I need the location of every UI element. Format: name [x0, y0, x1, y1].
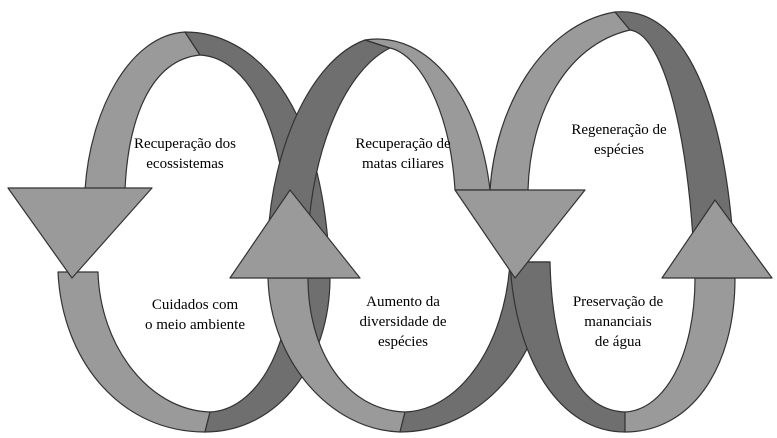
cycle-3-top-label-line-1: Regeneração de	[571, 122, 667, 138]
cycle-1-bottom-label: Cuidados com o meio ambiente	[120, 295, 270, 335]
cycle-3-top-label-line-2: espécies	[594, 142, 644, 158]
cycle-2-bottom-label-line-1: Aumento da	[366, 294, 440, 310]
cycle-1-top-label-line-2: ecossistemas	[146, 156, 224, 172]
cycle-3-arrow-up-icon	[661, 199, 773, 279]
cycle-2-top-label-line-1: Recuperação de	[355, 136, 451, 152]
cycle-3-bottom-label-line-1: Preservação de	[572, 294, 664, 310]
cycle-2-top-label: Recuperação de matas ciliares	[328, 134, 478, 174]
cycle-3-bottom-label: Preservação de mananciais de água	[543, 292, 693, 352]
cycle-2-bottom-label-line-3: espécies	[378, 334, 428, 350]
cycle-1-bottom-label-line-1: Cuidados com	[151, 297, 239, 313]
cycle-3-bottom-label-line-3: de água	[594, 334, 642, 350]
cycle-3-ribbon-top-left	[489, 11, 631, 191]
cycle-3-arrow-down-icon	[454, 189, 586, 279]
cycle-1-top-label: Recuperação dos ecossistemas	[110, 134, 260, 174]
cycle-2-top-label-line-2: matas ciliares	[361, 156, 445, 172]
cycle-1-arrow-down-icon	[7, 187, 153, 279]
cycle-1-bottom-label-line-2: o meio ambiente	[145, 317, 245, 333]
cycle-3-bottom-label-line-2: mananciais	[584, 314, 652, 330]
cycle-2-bottom-label: Aumento da diversidade de espécies	[328, 292, 478, 352]
cycle-3-top-label: Regeneração de espécies	[544, 120, 694, 160]
cycle-2-bottom-label-line-2: diversidade de	[359, 314, 447, 330]
cycle-2-arrow-up-icon	[229, 189, 361, 279]
cycle-1-top-label-line-1: Recuperação dos	[133, 136, 237, 152]
